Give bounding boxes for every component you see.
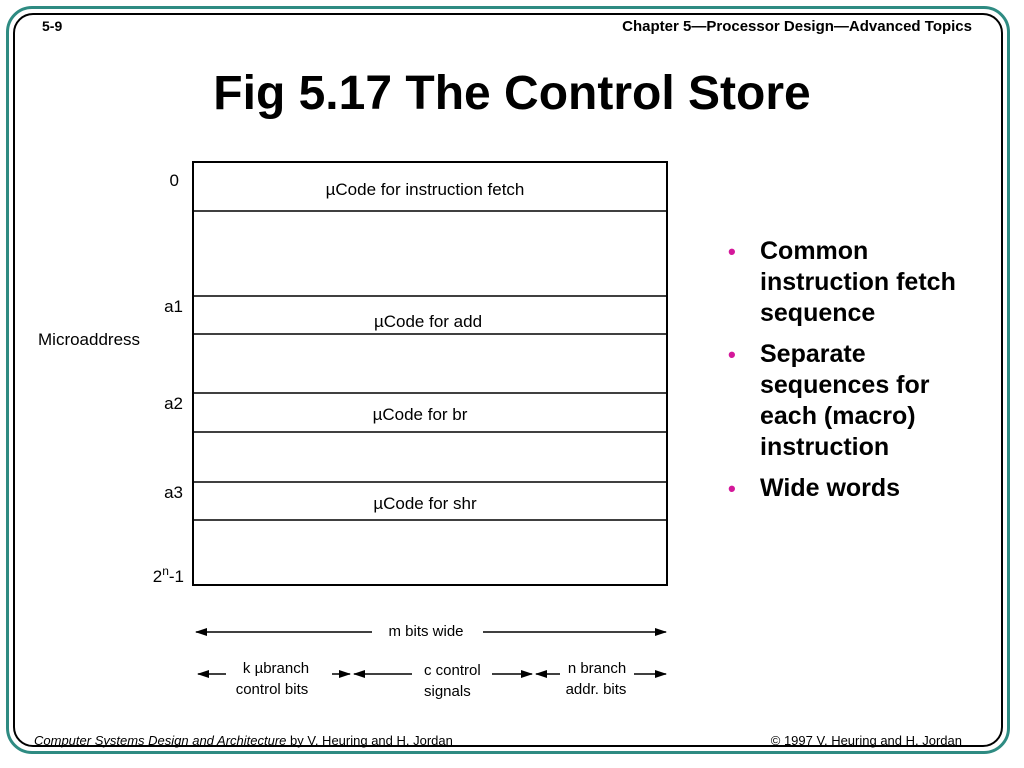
address-label-a1: a1 <box>164 297 183 316</box>
book-authors: by V. Heuring and H. Jordan <box>286 733 453 748</box>
address-last-tail: -1 <box>169 567 184 586</box>
address-label-0: 0 <box>170 171 179 190</box>
k-field-label: k µbranch <box>243 660 309 677</box>
address-label-last: 2n-1 <box>153 564 184 586</box>
footer-citation: Computer Systems Design and Architecture… <box>34 733 453 748</box>
address-label-a3: a3 <box>164 483 183 502</box>
mu-symbol: µ <box>326 180 336 199</box>
bullet-dot-icon: • <box>728 342 736 367</box>
width-label: m bits wide <box>388 623 463 640</box>
address-last-sup: n <box>162 564 169 578</box>
address-last-base: 2 <box>153 567 162 586</box>
slide-number: 5-9 <box>42 18 63 34</box>
bullet-dot-icon: • <box>728 476 736 501</box>
k-field-prefix: k <box>243 660 255 677</box>
mu-symbol: µ <box>373 405 383 424</box>
k-field-label-line2: control bits <box>236 681 309 698</box>
k-field-suffix: branch <box>263 660 309 677</box>
book-title: Computer Systems Design and Architecture <box>34 733 287 748</box>
block-text-fetch: Code for instruction fetch <box>335 180 524 199</box>
bullet-text: Common instruction fetch sequence <box>760 237 956 327</box>
outer-frame <box>6 6 1010 754</box>
n-field-label-line2: addr. bits <box>566 681 627 698</box>
microaddress-label: Microaddress <box>38 330 140 349</box>
bullet-dot-icon: • <box>728 239 736 264</box>
block-label-add: µCode for add <box>374 312 482 331</box>
bullet-text: Separate sequences for each (macro) inst… <box>760 340 930 461</box>
n-field-label: n branch <box>568 660 626 677</box>
mu-symbol: µ <box>255 660 264 677</box>
c-field-label-line2: signals <box>424 683 471 700</box>
bullet-item: • Common instruction fetch sequence <box>728 236 978 329</box>
inner-frame <box>13 13 1003 747</box>
slide-title: Fig 5.17 The Control Store <box>213 67 811 120</box>
mu-symbol: µ <box>373 494 383 513</box>
block-text-br: Code for br <box>382 405 467 424</box>
block-label-fetch: µCode for instruction fetch <box>326 180 525 199</box>
address-label-a2: a2 <box>164 394 183 413</box>
chapter-heading: Chapter 5—Processor Design—Advanced Topi… <box>622 18 972 35</box>
block-text-shr: Code for shr <box>383 494 477 513</box>
block-label-br: µCode for br <box>373 405 468 424</box>
block-text-add: Code for add <box>384 312 482 331</box>
c-field-label: c control <box>424 662 481 679</box>
control-store-box <box>192 161 668 586</box>
footer-copyright: © 1997 V. Heuring and H. Jordan <box>770 733 962 748</box>
block-label-shr: µCode for shr <box>373 494 477 513</box>
mu-symbol: µ <box>374 312 384 331</box>
bullet-text: Wide words <box>760 474 901 502</box>
bullet-item: • Wide words <box>728 473 978 504</box>
bullet-item: • Separate sequences for each (macro) ins… <box>728 339 978 463</box>
bullet-list: • Common instruction fetch sequence • Sepa… <box>728 236 978 514</box>
